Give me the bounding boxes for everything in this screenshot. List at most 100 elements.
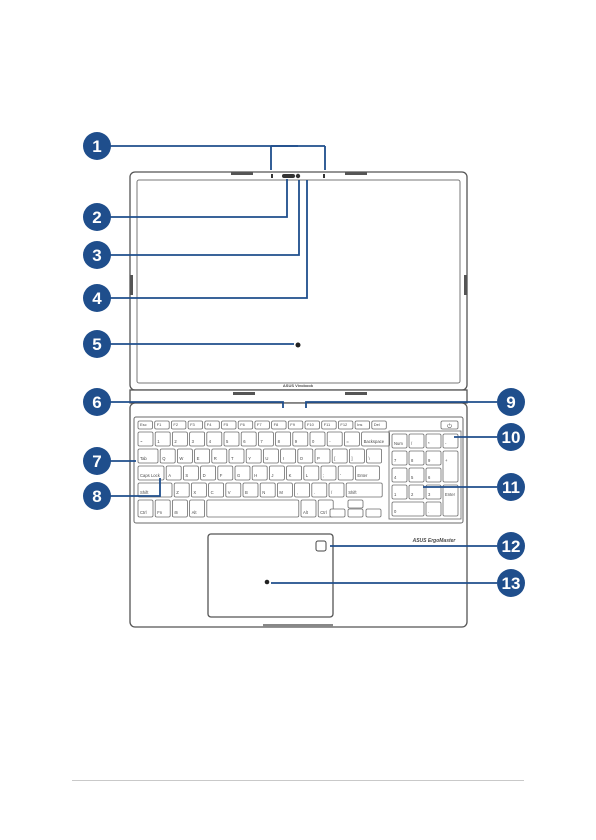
callout-circle [83, 388, 111, 416]
key-label: B [245, 490, 248, 495]
key-label: F2 [173, 422, 178, 427]
keyboard-key: Shift [345, 482, 383, 498]
keyboard-key: Z [173, 482, 190, 498]
key-label: G [237, 473, 240, 478]
numpad-key: + [442, 450, 459, 483]
callout-badge-13: 13 [497, 569, 525, 597]
keyboard-logo: ASUS ErgoMaster [412, 538, 457, 544]
key-label: Ctrl [320, 510, 327, 515]
key-label: T [231, 456, 234, 461]
key-label: 9 [428, 458, 431, 463]
key-label: ~ [140, 439, 143, 444]
key-label: Enter [445, 492, 456, 497]
numpad-key: Enter [442, 484, 459, 517]
key-label: / [331, 490, 333, 495]
keyboard-key: A [165, 465, 182, 481]
keyboard-key: E [194, 448, 211, 464]
key-label: Tab [140, 456, 147, 461]
key-label: A [168, 473, 171, 478]
callout-circle [83, 203, 111, 231]
key-label: ] [351, 456, 352, 461]
callout-number: 11 [502, 478, 520, 497]
key-label: 3 [192, 439, 195, 444]
microphone-icon [271, 174, 273, 178]
keyboard-key: M [276, 482, 293, 498]
keyboard-key: 8 [275, 431, 292, 447]
footer-divider [72, 780, 524, 781]
callout-badge-9: 9 [497, 388, 525, 416]
keyboard-key: V [225, 482, 242, 498]
key-label: F [220, 473, 223, 478]
callout-number: 10 [502, 428, 521, 447]
keyboard-key: O [297, 448, 314, 464]
key-label: F12 [340, 422, 348, 427]
camera-shutter [282, 174, 295, 178]
callout-badge-8: 8 [83, 482, 111, 510]
keyboard-key: W [176, 448, 193, 464]
key-label: 7 [394, 458, 397, 463]
keyboard-key: ] [348, 448, 365, 464]
keyboard-key: Ctrl [317, 499, 334, 518]
key-label: 1 [157, 439, 160, 444]
callout-badge-10: 10 [497, 423, 525, 451]
key-label: C [211, 490, 214, 495]
key-label: \ [369, 456, 371, 461]
callout-circle [83, 132, 111, 160]
key-label: Shift [140, 490, 149, 495]
keyboard-key: - [326, 431, 343, 447]
keyboard-key: P [314, 448, 331, 464]
key-label: L [306, 473, 309, 478]
key-label: N [262, 490, 265, 495]
keyboard-key: X [190, 482, 207, 498]
keyboard-key: Enter [354, 465, 380, 481]
callout-number: 1 [92, 137, 101, 156]
keyboard-key: F1 [154, 420, 170, 430]
key-label: + [445, 458, 448, 463]
callout-circle [497, 388, 525, 416]
key-label: 7 [260, 439, 263, 444]
keyboard-key: , [294, 482, 311, 498]
keyboard-key: 1 [154, 431, 171, 447]
key-label: ; [323, 473, 324, 478]
key-label: - [445, 441, 447, 446]
key-label: I [283, 456, 284, 461]
key-label: E [197, 456, 200, 461]
callout-badge-1: 1 [83, 132, 111, 160]
keyboard-key: Backspace [361, 431, 391, 447]
keyboard-key: F10 [304, 420, 320, 430]
keyboard-key: \ [366, 448, 383, 464]
keyboard-key: Fn [154, 499, 171, 518]
keyboard-key: 7 [257, 431, 274, 447]
keyboard-key [206, 499, 300, 518]
key-label: D [203, 473, 206, 478]
keyboard-key: Tab [137, 448, 159, 464]
keyboard [133, 416, 464, 524]
keyboard-key: Y [245, 448, 262, 464]
leader-lines [97, 145, 497, 584]
key-label: ' [340, 473, 341, 478]
keyboard-key: ; [320, 465, 337, 481]
key-label: 2 [411, 492, 414, 497]
key-label: 0 [312, 439, 315, 444]
key-label: Esc [140, 422, 147, 427]
callout-number: 7 [92, 452, 101, 471]
keyboard-key: R [211, 448, 228, 464]
key-label: 4 [209, 439, 212, 444]
key-label: 1 [394, 492, 397, 497]
display-panel [295, 342, 301, 348]
callout-circle [83, 447, 111, 475]
keyboard-key: I [280, 448, 297, 464]
key-label: F1 [157, 422, 162, 427]
key-label: ⊞ [174, 510, 178, 515]
keyboard-key: F [217, 465, 234, 481]
callout-circle [83, 241, 111, 269]
keyboard-key: C [208, 482, 225, 498]
keyboard-key: ~ [137, 431, 154, 447]
numpad-key: 5 [408, 467, 425, 483]
keyboard-key: K [286, 465, 303, 481]
callout-number: 2 [92, 208, 101, 227]
fingerprint-sensor-icon [315, 540, 327, 552]
numpad-key: 6 [425, 467, 442, 483]
key-label: J [271, 473, 273, 478]
key-label: S [185, 473, 188, 478]
